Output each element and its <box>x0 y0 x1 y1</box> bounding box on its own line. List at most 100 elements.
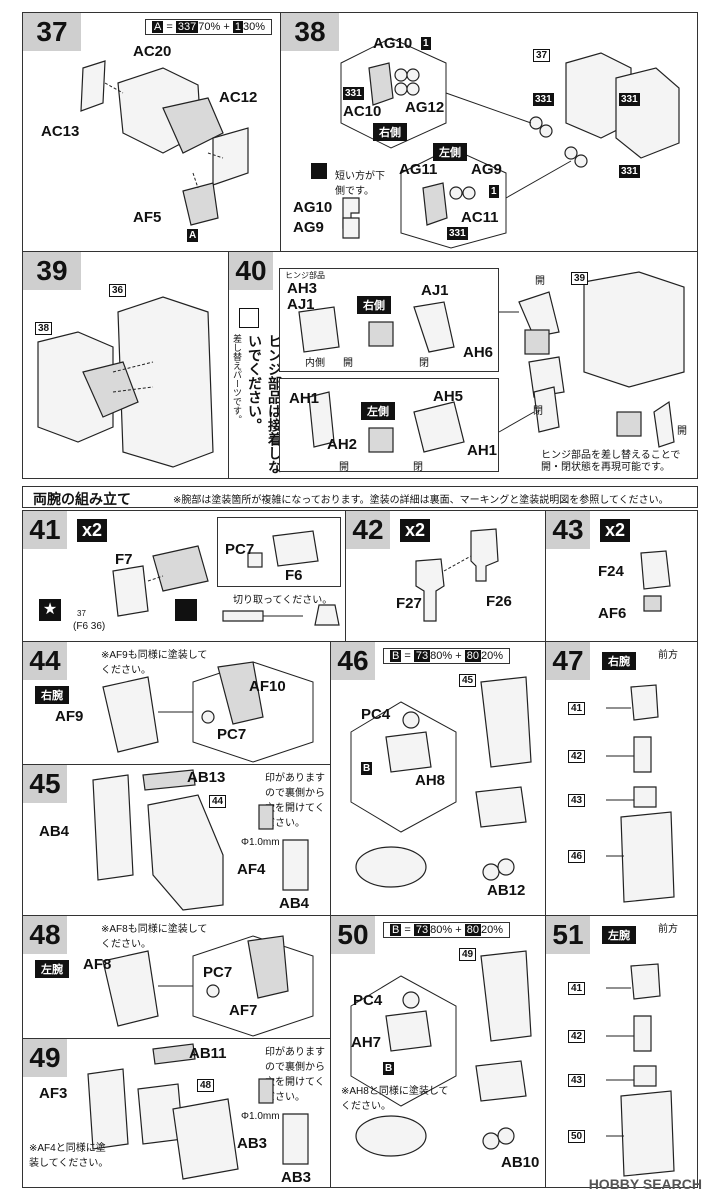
no-glue-icon <box>239 308 259 328</box>
step-44-panel: 44 右腕 ※AF9も同様に塗装してください。 AF9 AF10 PC7 <box>22 641 331 765</box>
paint-pct-2: 20% <box>480 650 503 662</box>
ref-step: 41 <box>568 702 586 715</box>
part-label: AF10 <box>249 678 286 695</box>
open-label: 開 <box>339 462 349 473</box>
part-label: AF7 <box>229 1002 258 1019</box>
part-label: F6 <box>285 567 303 584</box>
part-label: PC4 <box>353 992 383 1009</box>
paint-mark: B <box>361 762 373 775</box>
part-label: PC7 <box>225 541 255 558</box>
step-51-illustration <box>606 963 675 1177</box>
open-label: 開 <box>343 358 353 369</box>
paint-mark: A <box>187 229 199 242</box>
part-label: AF3 <box>39 1085 68 1102</box>
section-note: ※腕部は塗装箇所が複雑になっております。塗装の詳細は裏面、マーキングと塗装説明図… <box>173 495 669 506</box>
part-label: AB3 <box>281 1169 312 1186</box>
drill-note: 印がありますので裏側から穴を開けてください。 <box>265 1047 325 1103</box>
part-label: AH5 <box>433 388 464 405</box>
hinge-label: ヒンジ部品 <box>285 271 325 280</box>
part-label: AH2 <box>327 436 358 453</box>
part-label: AB11 <box>189 1045 227 1062</box>
star-sub: (F6 36) <box>73 621 106 632</box>
part-label: F24 <box>598 563 624 580</box>
part-label: AF6 <box>598 605 627 622</box>
part-label: AF5 <box>133 209 162 226</box>
ref-step: 43 <box>568 1074 586 1087</box>
note-text: 短い方が下側です。 <box>335 171 385 197</box>
step-46-illustration <box>350 676 532 888</box>
side-tag-right: 右側 <box>373 123 407 141</box>
part-label: AF8 <box>83 956 112 973</box>
part-label: AG11 <box>399 161 438 178</box>
quantity-badge: x2 <box>400 519 431 542</box>
part-label: AB12 <box>487 882 526 899</box>
step-40-illustration <box>298 271 685 453</box>
ref-step: 43 <box>568 794 586 807</box>
paint-color-1: 73 <box>413 650 431 662</box>
part-label: AG10 <box>293 199 333 216</box>
step-39-panel: 39 36 38 <box>22 251 229 479</box>
step-number: 51 <box>546 916 590 954</box>
front-label: 前方 <box>658 924 678 935</box>
step-51-panel: 51 左腕 前方 41 42 43 50 <box>545 915 698 1188</box>
paint-color-1: 73 <box>413 924 431 936</box>
drill-size: Φ1.0mm <box>241 837 280 848</box>
part-label: AB10 <box>501 1154 540 1171</box>
part-label: PC4 <box>361 706 391 723</box>
closed-label: 閉 <box>413 462 423 473</box>
side-tag-left: 左側 <box>361 402 395 420</box>
step-37-illustration <box>80 60 249 226</box>
arm-tag: 左腕 <box>602 926 636 944</box>
step-number: 40 <box>229 252 273 290</box>
step-44-illustration <box>102 661 314 763</box>
step-41-illustration <box>112 530 340 626</box>
step-number: 42 <box>346 511 390 549</box>
part-label: F26 <box>486 593 512 610</box>
paint-code: 331 <box>619 165 640 178</box>
part-label: PC7 <box>217 726 247 743</box>
paint-code: 331 <box>533 93 554 106</box>
front-label: 前方 <box>658 650 678 661</box>
paint-mark: B <box>383 1062 395 1075</box>
quantity-badge: x2 <box>77 519 108 542</box>
paint-pct-2: 20% <box>480 924 503 936</box>
step-42-panel: 42 x2 F27 F26 <box>345 510 546 642</box>
step-40-panel: 40 ヒンジ部品は接着しないでください。 差し替えパーツです。 ヒンジ部品 AH… <box>228 251 698 479</box>
step-45-illustration <box>92 769 309 911</box>
part-label: F7 <box>115 551 133 568</box>
ref-step-45: 45 <box>459 674 477 687</box>
part-label: AC12 <box>219 89 258 106</box>
quantity-badge: x2 <box>600 519 631 542</box>
step-number: 44 <box>23 642 67 680</box>
paint-pct-1: 70% <box>198 21 221 33</box>
drill-size: Φ1.0mm <box>241 1111 280 1122</box>
step-number: 39 <box>23 252 81 290</box>
step-47-illustration <box>606 684 675 903</box>
paint-code: 331 <box>343 87 364 100</box>
part-label: AB4 <box>279 895 310 912</box>
drill-note: 印がありますので裏側から穴を開けてください。 <box>265 773 325 829</box>
cut-tool-icon <box>175 599 197 621</box>
paint-key: B <box>390 924 402 936</box>
paint-color-2: 80 <box>464 650 481 662</box>
closed-label: 閉 <box>419 358 429 369</box>
part-label: AF9 <box>55 708 84 725</box>
step-38-illustration <box>340 37 680 249</box>
part-label: AH6 <box>463 344 494 361</box>
step-number: 49 <box>23 1039 67 1077</box>
paint-color-2: 80 <box>464 924 481 936</box>
paint-code: 331 <box>447 227 468 240</box>
paint-key: A <box>152 21 164 33</box>
note-icon <box>311 163 327 179</box>
step-number: 47 <box>546 642 590 680</box>
part-label: PC7 <box>203 964 233 981</box>
step-50-illustration <box>350 950 532 1157</box>
closed-label: 閉 <box>533 406 543 417</box>
open-label: 開 <box>677 426 687 437</box>
paint-note: ※AF9も同様に塗装してください。 <box>101 650 208 676</box>
part-label: AG10 <box>373 35 413 52</box>
